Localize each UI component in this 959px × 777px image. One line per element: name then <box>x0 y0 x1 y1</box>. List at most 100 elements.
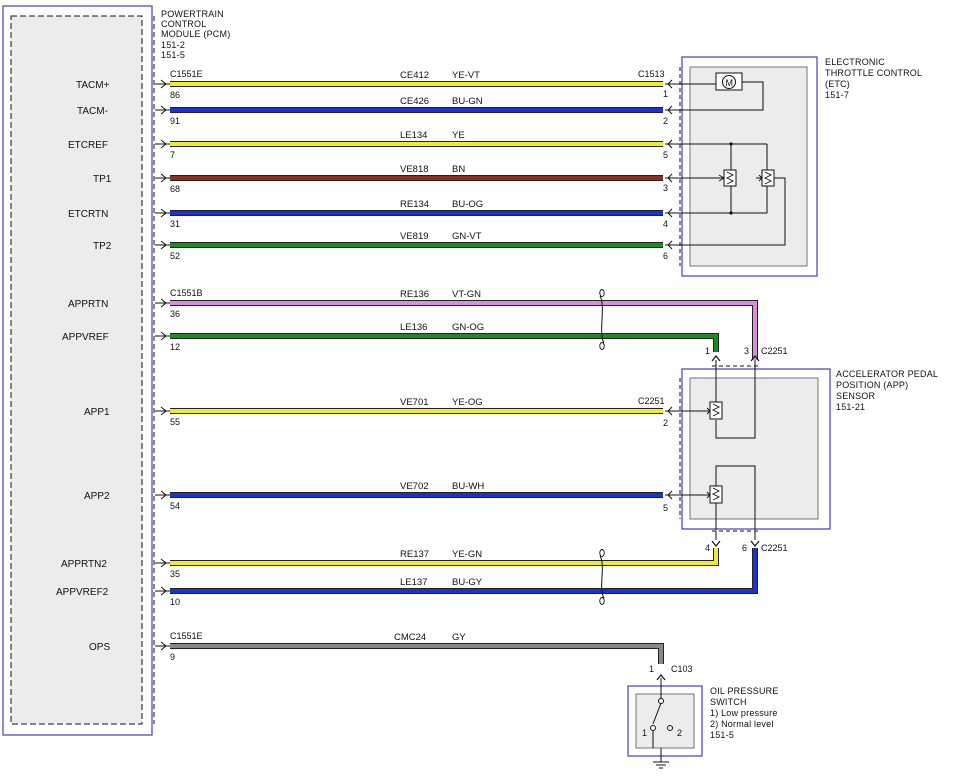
circuit-id: CMC24 <box>394 632 426 643</box>
pcm-pin-arrow-icon <box>155 490 170 500</box>
connector-arrow-icon <box>665 79 677 89</box>
ops-title-2: SWITCH <box>710 697 747 707</box>
ops-title-4: 2) Normal level <box>710 719 774 729</box>
wire-cmc24 <box>170 644 663 664</box>
connector-arrow-icon <box>665 240 677 250</box>
wire-color-code: YE-VT <box>452 70 480 81</box>
pcm-pin-number: 9 <box>170 652 175 662</box>
wire-color-code: YE-OG <box>452 397 483 408</box>
wire-color-code: BN <box>452 164 465 175</box>
svg-text:M: M <box>726 78 734 88</box>
pcm-pin-number: 55 <box>170 417 180 427</box>
far-pin-number: 2 <box>663 418 668 428</box>
pcm-pin-arrow-icon <box>155 173 170 183</box>
app-pin-1-label: 1 <box>705 346 710 356</box>
ops-contact-2: 2 <box>677 728 682 738</box>
app-connector-mid: C2251 <box>638 396 665 406</box>
twisted-pair-icon <box>599 555 605 599</box>
app-title-3: SENSOR <box>836 391 876 401</box>
pcm-pin-number: 31 <box>170 219 180 229</box>
app2-potentiometer-icon <box>704 485 723 504</box>
pcm-pin-number: 54 <box>170 501 180 511</box>
wire-le136 <box>170 334 718 352</box>
wire-color-code: GN-OG <box>452 322 484 333</box>
ops-title-1: OIL PRESSURE <box>710 686 779 696</box>
circuit-id: RE134 <box>400 199 429 210</box>
pcm-connector-c1551e-bottom: C1551E <box>170 631 203 641</box>
etc-title-1: ELECTRONIC <box>825 57 885 67</box>
signal-name: APPVREF <box>62 332 109 343</box>
pcm-connector-c1551e-top: C1551E <box>170 69 203 79</box>
circuit-id: CE426 <box>400 96 429 107</box>
pcm-module: POWERTRAIN CONTROL MODULE (PCM) 151-2 15… <box>2 5 230 736</box>
pcm-pin-arrow-icon <box>155 298 170 308</box>
wire-outline <box>170 643 664 664</box>
app-title-4: 151-21 <box>836 402 865 412</box>
ground-icon <box>653 748 669 769</box>
connector-arrow-icon <box>711 540 721 547</box>
signal-name: ETCREF <box>68 140 108 151</box>
far-pin-number: 5 <box>663 150 668 160</box>
circuit-id: CE412 <box>400 70 429 81</box>
signal-name: TACM- <box>77 106 108 117</box>
wire-color-code: BU-GY <box>452 577 483 588</box>
wire-color-code: GY <box>452 632 466 643</box>
pcm-pin-number: 7 <box>170 150 175 160</box>
app-connector-top: C2251 <box>761 346 788 356</box>
pcm-pin-arrow-icon <box>155 586 170 596</box>
pcm-pin-number: 68 <box>170 184 180 194</box>
pcm-pin-number: 36 <box>170 309 180 319</box>
pcm-pin-number: 52 <box>170 251 180 261</box>
pcm-pin-arrow-icon <box>155 406 170 416</box>
tp2-potentiometer-icon <box>756 169 775 187</box>
etc-title-3: (ETC) <box>825 79 850 89</box>
ops-title-5: 151-5 <box>710 730 734 740</box>
wire-re137 <box>170 548 718 565</box>
far-pin-number: 3 <box>663 183 668 193</box>
ops-pin-label: 1 <box>649 664 654 674</box>
app-connector-bottom: C2251 <box>761 543 788 553</box>
signal-name: TP2 <box>93 241 112 252</box>
wire-le137 <box>170 548 757 593</box>
circuit-id: LE136 <box>400 322 427 333</box>
etc-module: M ELECTRONIC THROTTLE CONTROL (ETC) 151-… <box>677 56 922 277</box>
signal-name: OPS <box>89 642 110 653</box>
connector-arrow-icon <box>665 208 677 218</box>
circuit-id: RE136 <box>400 289 429 300</box>
ops-title-3: 1) Low pressure <box>710 708 778 718</box>
pcm-connector-c1551b: C1551B <box>170 288 203 298</box>
circuit-id: LE134 <box>400 130 427 141</box>
wire-color-code: BU-OG <box>452 199 483 210</box>
pcm-pin-arrow-icon <box>155 208 170 218</box>
connector-arrow-icon <box>656 674 666 681</box>
connector-arrow-icon <box>665 139 677 149</box>
ops-contact-1: 1 <box>642 728 647 738</box>
pcm-title-3: MODULE (PCM) <box>161 29 230 39</box>
wire-color-code: BU-GN <box>452 96 483 107</box>
app-sensor-module: ACCELERATOR PEDAL POSITION (APP) SENSOR … <box>677 346 938 553</box>
pcm-pin-number: 91 <box>170 116 180 126</box>
signal-name: APPRTN2 <box>61 559 107 570</box>
connector-arrow-icon <box>750 355 760 362</box>
tp1-potentiometer-icon <box>716 169 737 187</box>
wire-outline <box>170 333 719 352</box>
wire-color-code: YE <box>452 130 465 141</box>
signal-name: APP1 <box>84 407 110 418</box>
signal-name: APPRTN <box>68 299 108 310</box>
wire-color-code: YE-GN <box>452 549 482 560</box>
ops-connector: C103 <box>671 664 693 674</box>
pcm-pin-arrow-icon <box>155 240 170 250</box>
connector-arrow-icon <box>665 173 677 183</box>
oil-pressure-switch: 1 2 OIL PRESSURE SWITCH 1) Low pressure … <box>627 664 779 769</box>
throttle-motor-icon: M <box>715 72 743 91</box>
app1-potentiometer-icon <box>704 401 723 420</box>
switch-blade-icon <box>652 702 662 725</box>
signal-name: TP1 <box>93 174 112 185</box>
etc-title-4: 151-7 <box>825 90 849 100</box>
app-title-2: POSITION (APP) <box>836 380 908 390</box>
signal-name: TACM+ <box>76 80 110 91</box>
far-pin-number: 6 <box>663 251 668 261</box>
pcm-pin-arrow-icon <box>155 79 170 89</box>
wire-color-code: BU-WH <box>452 481 484 492</box>
